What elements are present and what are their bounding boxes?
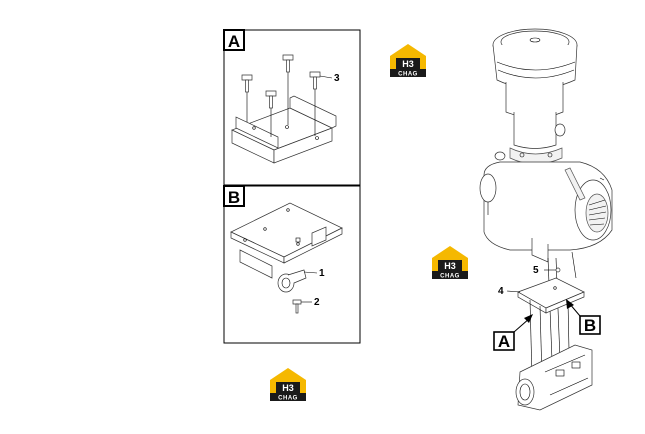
- panel-b-frame: [223, 185, 361, 344]
- section-b-label: B: [584, 316, 596, 335]
- callout-5: 5: [533, 265, 539, 276]
- watermark-logo: H3 CHAG: [390, 44, 426, 78]
- watermark-logo: H3 CHAG: [270, 368, 306, 402]
- section-b-box: [579, 315, 601, 335]
- u-bracket: [231, 95, 337, 164]
- bolt-icon: [309, 71, 321, 136]
- svg-text:CHAG: CHAG: [398, 72, 418, 78]
- panel-b-letter: B: [228, 188, 240, 207]
- screw-icon: [292, 299, 302, 314]
- section-a-label: A: [498, 332, 510, 351]
- panel-a-letter-box: [223, 29, 245, 51]
- panel-b: B 1 2: [223, 185, 361, 344]
- callout-3: 3: [334, 73, 340, 84]
- svg-text:CHAG: CHAG: [440, 274, 460, 280]
- svg-text:H3: H3: [282, 383, 294, 393]
- watermark-logo: H3 CHAG: [432, 246, 468, 280]
- panel-a-letter: A: [228, 32, 240, 51]
- callout-4: 4: [498, 286, 504, 297]
- svg-text:H3: H3: [444, 261, 456, 271]
- section-a-box: [493, 331, 515, 351]
- bolt-icon: [265, 90, 277, 137]
- callout-1: 1: [319, 268, 325, 279]
- svg-text:H3: H3: [402, 59, 414, 69]
- panel-a: A: [223, 29, 361, 186]
- bolt-icon: [241, 74, 253, 122]
- callout-2: 2: [314, 297, 320, 308]
- air-cleaner-assembly: [479, 28, 613, 411]
- panel-b-letter-box: [223, 185, 245, 207]
- svg-text:CHAG: CHAG: [278, 396, 298, 402]
- bolt-icon: [282, 54, 294, 125]
- mounting-plate: [230, 202, 343, 279]
- clamp-icon: [277, 269, 307, 293]
- panel-a-frame: [223, 29, 361, 186]
